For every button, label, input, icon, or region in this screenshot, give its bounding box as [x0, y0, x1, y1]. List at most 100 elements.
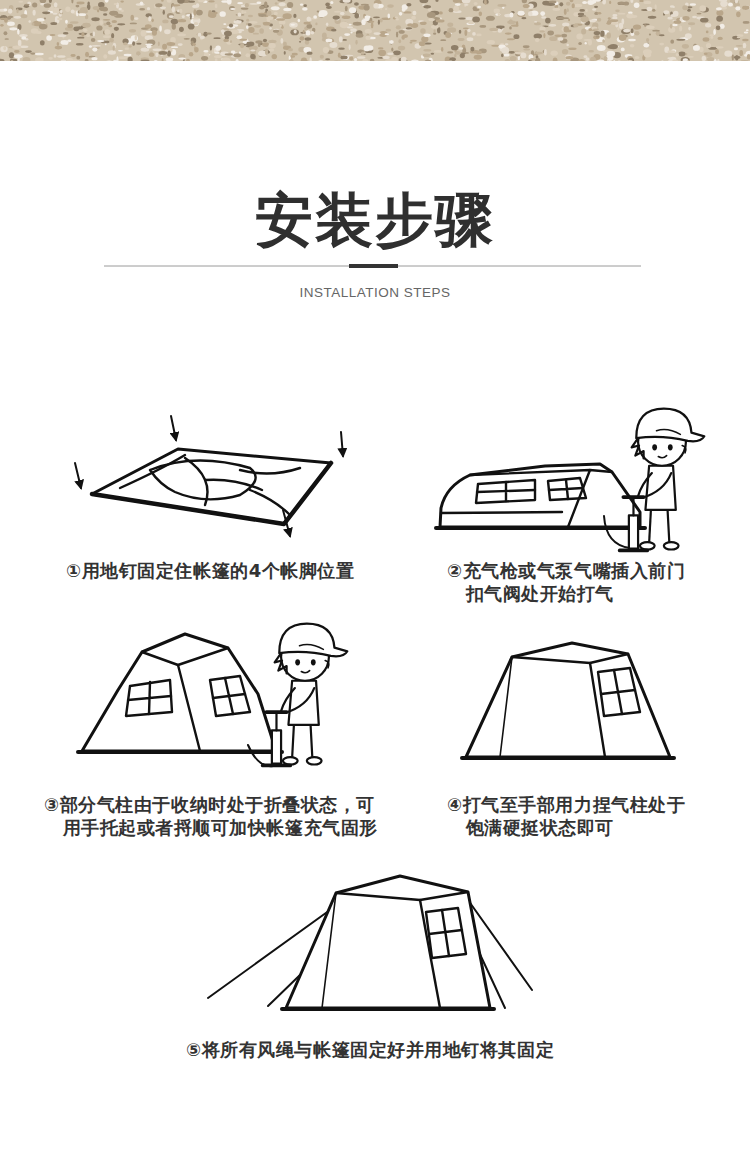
pebble	[427, 12, 436, 18]
pebble	[213, 37, 220, 39]
pebble	[617, 2, 625, 5]
pebble	[459, 47, 464, 49]
pebble	[4, 8, 8, 11]
pebble	[365, 29, 372, 33]
pebble	[8, 9, 13, 14]
pebble	[124, 54, 132, 57]
pebble	[743, 6, 750, 11]
pebble	[697, 13, 702, 15]
step-caption: ③部分气柱由于收纳时处于折叠状态，可 用手托起或者捋顺可加快帐篷充气固形	[44, 793, 383, 839]
pebble	[54, 54, 57, 58]
pebble	[249, 21, 258, 24]
pebble	[454, 54, 456, 58]
window-bars	[477, 482, 535, 501]
pebble	[0, 24, 3, 27]
pebble	[311, 31, 315, 34]
pebble	[299, 36, 304, 40]
pebble	[716, 25, 721, 30]
pebble	[667, 17, 673, 20]
pebble	[136, 51, 141, 56]
pebble	[619, 35, 627, 41]
pebble	[633, 61, 641, 62]
pebble	[681, 57, 690, 61]
pebble	[349, 56, 353, 60]
pebble	[364, 15, 370, 18]
pebble	[134, 17, 138, 20]
pebble	[470, 47, 474, 52]
fold	[240, 468, 300, 474]
pebble	[563, 17, 569, 19]
pebble	[203, 50, 208, 53]
pebble	[57, 18, 62, 21]
pebble	[495, 13, 500, 15]
pebble	[420, 28, 425, 34]
pebble	[365, 35, 370, 40]
pebble	[472, 32, 476, 36]
pebble	[380, 8, 382, 10]
pebble	[562, 49, 568, 54]
pebble	[81, 32, 84, 36]
fold	[150, 460, 256, 499]
pebble	[82, 23, 91, 28]
stake-arrow	[341, 432, 343, 456]
pebble	[705, 23, 711, 27]
pebble	[35, 53, 44, 55]
pebble	[338, 48, 344, 50]
pebble	[320, 55, 324, 59]
pebble	[460, 53, 465, 58]
pebble	[401, 57, 407, 61]
pebble	[549, 24, 556, 27]
pebble	[254, 25, 261, 28]
pebble	[100, 20, 104, 25]
pebble	[511, 25, 519, 27]
pebble	[523, 4, 530, 8]
pebble	[109, 38, 114, 43]
pebble	[462, 0, 471, 4]
pebble	[210, 15, 216, 18]
pebble	[561, 34, 567, 38]
pebble	[388, 13, 391, 18]
pebble	[535, 58, 540, 61]
pebble	[42, 11, 50, 14]
pebble	[208, 0, 215, 2]
pebble	[155, 53, 158, 58]
pebble	[702, 56, 706, 61]
pebble	[398, 46, 405, 51]
pebble	[411, 59, 419, 61]
pebble	[573, 24, 579, 28]
pebble	[335, 61, 343, 62]
pebble	[570, 0, 574, 2]
pebble	[565, 56, 573, 59]
pebble	[153, 48, 162, 51]
step-caption: ④打气至手部用力捏气柱处于 饱满硬挺状态即可	[447, 793, 692, 839]
pebble	[192, 5, 198, 8]
pebble	[255, 40, 262, 43]
pebble	[118, 50, 123, 52]
pebble	[672, 24, 678, 26]
pebble	[241, 7, 249, 9]
pebble	[374, 32, 381, 35]
pebble	[289, 59, 294, 61]
pebble	[354, 2, 359, 5]
pebble	[215, 58, 218, 61]
kid-with-pump	[263, 624, 348, 766]
pebble	[67, 40, 71, 42]
pebble	[241, 10, 244, 14]
pebble	[398, 39, 401, 43]
pebble	[648, 16, 657, 19]
pebble	[16, 9, 18, 14]
pebble	[441, 47, 443, 52]
pebble	[378, 47, 384, 49]
pebble	[403, 34, 409, 38]
pebble	[618, 13, 626, 15]
pebble	[431, 53, 435, 55]
stake-arrow	[171, 416, 176, 440]
pebble	[453, 6, 459, 12]
pebble	[268, 40, 276, 43]
pebble	[83, 29, 87, 32]
pebble	[559, 2, 563, 6]
pebble	[172, 23, 176, 29]
pebble	[743, 43, 747, 48]
pebble	[67, 24, 73, 28]
pebble	[103, 54, 107, 59]
